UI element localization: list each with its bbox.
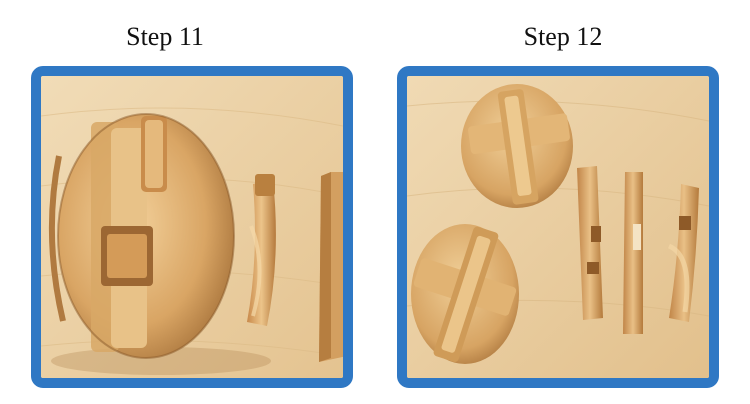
step-12-photo: [397, 66, 719, 388]
ball-puzzle: [48, 113, 235, 359]
step-11-illustration: [41, 76, 343, 378]
curved-piece: [247, 174, 276, 326]
lower-half-sphere: [411, 224, 519, 364]
step-12-illustration: [407, 76, 709, 378]
step-12-title: Step 12: [523, 22, 603, 51]
step-11-photo: [31, 66, 353, 388]
notched-bar-middle: [623, 172, 643, 334]
curved-bar-right: [667, 184, 699, 322]
notched-bar-left: [577, 166, 603, 320]
straight-bar: [319, 172, 343, 362]
step-11-title: Step 11: [126, 22, 204, 51]
upper-half-sphere: [461, 84, 573, 208]
